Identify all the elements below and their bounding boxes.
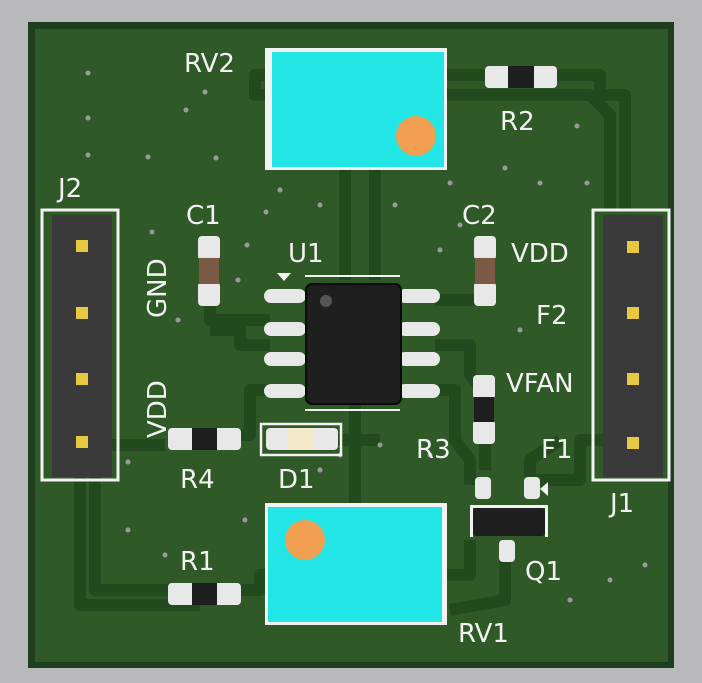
- capacitor-c2: [474, 236, 496, 306]
- copper-traces: [74, 69, 631, 616]
- label-rv2: RV2: [184, 49, 235, 79]
- header-j1: [591, 208, 671, 482]
- transistor-q1: [470, 477, 548, 562]
- ic-u1: [264, 273, 440, 411]
- label-d1: D1: [278, 465, 315, 495]
- label-f1: F1: [541, 435, 573, 465]
- label-c2: C2: [462, 201, 497, 231]
- label-j2: J2: [56, 174, 82, 204]
- label-r2: R2: [500, 107, 535, 137]
- resistor-r4: [168, 428, 241, 450]
- vias: [85, 70, 648, 603]
- resistor-r3: [473, 375, 495, 444]
- label-q1: Q1: [525, 557, 562, 587]
- label-vdd-j1: VDD: [511, 239, 569, 269]
- label-u1: U1: [288, 239, 324, 269]
- label-r1: R1: [180, 547, 215, 577]
- header-j2: [40, 208, 120, 482]
- resistor-r1: [168, 583, 241, 605]
- trimpot-rv2: [265, 48, 447, 170]
- label-gnd: GND: [143, 258, 173, 318]
- label-f2: F2: [536, 301, 568, 331]
- trimpot-rv1: [265, 503, 447, 625]
- resistor-r2: [485, 66, 557, 88]
- label-vfan: VFAN: [506, 369, 574, 399]
- diode-d1: [259, 422, 343, 457]
- label-rv1: RV1: [458, 619, 509, 649]
- label-c1: C1: [186, 201, 221, 231]
- label-r3: R3: [416, 435, 451, 465]
- capacitor-c1: [198, 236, 220, 306]
- label-r4: R4: [180, 465, 215, 495]
- label-j1: J1: [608, 489, 634, 519]
- label-vdd-j2: VDD: [143, 380, 173, 438]
